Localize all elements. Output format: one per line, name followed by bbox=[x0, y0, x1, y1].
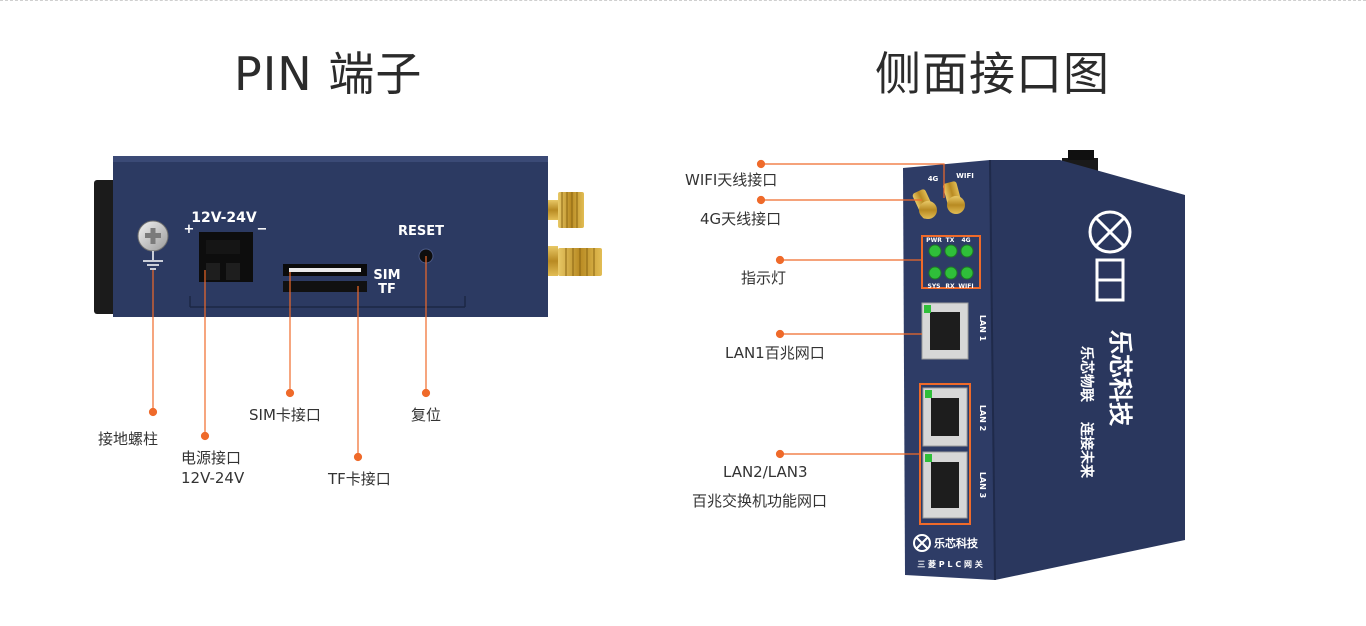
reset-label: RESET bbox=[398, 224, 444, 239]
lan3-label: LAN 3 bbox=[978, 472, 987, 498]
tf-label: TF bbox=[378, 282, 396, 297]
lan23-callout-line1: LAN2/LAN3 bbox=[723, 463, 808, 481]
wifi-antenna-callout: WIFI天线接口 bbox=[685, 171, 778, 189]
left-device: 12V-24V + − RESET SIM TF bbox=[94, 156, 602, 317]
antenna-top-icon bbox=[548, 192, 584, 228]
left-callout-lines bbox=[148, 256, 431, 462]
brand-small: 乐芯科技 bbox=[934, 536, 979, 550]
led-rx: RX bbox=[945, 283, 955, 290]
power-callout-line1: 电源接口 bbox=[181, 449, 242, 467]
right-device: 4G WIFI PWR TX 4G SYS RX WIFI LAN 1 LAN … bbox=[903, 150, 1185, 581]
antenna-4g-callout: 4G天线接口 bbox=[700, 210, 782, 228]
ant-wifi-label: WIFI bbox=[956, 172, 974, 180]
brand-big: 乐芯科技 bbox=[1106, 330, 1134, 427]
top-divider bbox=[0, 0, 1366, 1]
led-wifi: WIFI bbox=[958, 283, 973, 290]
reset-callout: 复位 bbox=[411, 406, 442, 424]
lan1-callout: LAN1百兆网口 bbox=[725, 344, 825, 362]
power-callout-line2: 12V-24V bbox=[181, 469, 245, 487]
slogan-a: 乐芯物联 bbox=[1078, 346, 1095, 403]
left-title: PIN 端子 bbox=[234, 47, 423, 101]
din-clip bbox=[94, 180, 116, 314]
lan1-label: LAN 1 bbox=[978, 315, 987, 342]
antenna-4g-icon bbox=[912, 189, 937, 219]
left-device-body bbox=[113, 156, 548, 317]
lan23-callout-line2: 百兆交换机功能网口 bbox=[692, 492, 828, 510]
led-pwr: PWR bbox=[926, 237, 942, 244]
slogan-b: 连接未来 bbox=[1078, 422, 1095, 479]
right-callout-lines bbox=[756, 159, 945, 459]
indicator-callout: 指示灯 bbox=[741, 269, 787, 287]
sim-callout: SIM卡接口 bbox=[249, 406, 321, 424]
lan2-label: LAN 2 bbox=[978, 405, 987, 431]
led-4g: 4G bbox=[961, 237, 970, 244]
ground-screw-icon bbox=[137, 220, 169, 270]
ant-4g-label: 4G bbox=[928, 175, 939, 183]
right-title: 侧面接口图 bbox=[875, 47, 1110, 101]
big-logo-icon bbox=[1088, 210, 1132, 302]
ground-callout: 接地螺柱 bbox=[98, 430, 159, 448]
plus-sign: + bbox=[184, 222, 195, 237]
tf-slot bbox=[283, 281, 367, 292]
led-tx: TX bbox=[946, 237, 955, 244]
led-sys: SYS bbox=[928, 283, 941, 290]
led-panel bbox=[921, 235, 981, 289]
right-device-side bbox=[990, 160, 1185, 580]
antenna-wifi-icon bbox=[943, 181, 965, 214]
brand-logo-icon bbox=[913, 534, 931, 552]
sim-label: SIM bbox=[373, 268, 400, 283]
power-terminal bbox=[199, 232, 253, 282]
tf-callout: TF卡接口 bbox=[328, 470, 391, 488]
model-label: 三 菱 P L C 网 关 bbox=[917, 559, 983, 569]
voltage-label: 12V-24V bbox=[191, 210, 257, 226]
antenna-bottom-icon bbox=[548, 246, 602, 276]
led-indicator-icon bbox=[928, 244, 974, 280]
minus-sign: − bbox=[257, 222, 268, 237]
